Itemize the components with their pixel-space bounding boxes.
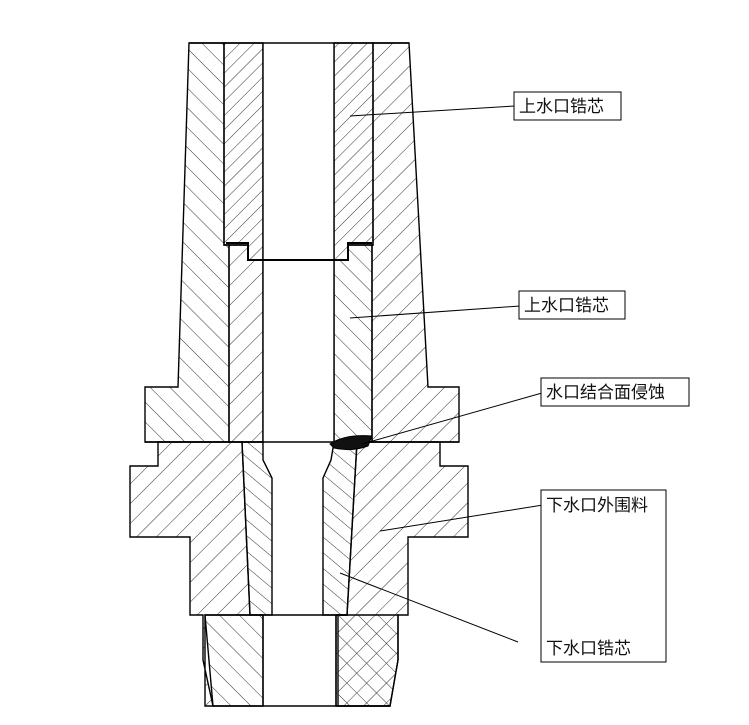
callouts: 上水口锆芯 上水口锆芯 水口结合面侵蚀 下水口外围料 下水口锆芯 xyxy=(339,91,690,663)
lower-bottom-right xyxy=(335,614,399,707)
label-lower-outer: 下水口外围料 xyxy=(546,496,648,516)
upper-core-mid-right xyxy=(333,244,373,443)
label-upper-core-top: 上水口锆芯 xyxy=(519,97,604,117)
upper-nozzle-bore xyxy=(263,43,334,442)
upper-core-top-right xyxy=(333,42,374,261)
lower-bottom-left xyxy=(204,614,264,707)
label-box-lower xyxy=(540,489,667,663)
label-box-upper-core-mid xyxy=(518,290,626,320)
joint-erosion-mark xyxy=(329,435,373,451)
upper-nozzle-outer-left xyxy=(144,42,230,443)
label-box-joint-erosion xyxy=(540,377,690,407)
upper-core-top-left xyxy=(223,42,264,261)
label-box-upper-core-top xyxy=(513,91,622,121)
label-joint-erosion: 水口结合面侵蚀 xyxy=(546,383,665,403)
lower-nozzle xyxy=(129,441,469,707)
label-lower-core: 下水口锆芯 xyxy=(546,639,631,659)
upper-nozzle xyxy=(144,42,460,443)
upper-nozzle-outer-right xyxy=(371,42,460,443)
upper-core-mid-left xyxy=(228,244,264,443)
label-upper-core-mid: 上水口锆芯 xyxy=(524,296,609,316)
